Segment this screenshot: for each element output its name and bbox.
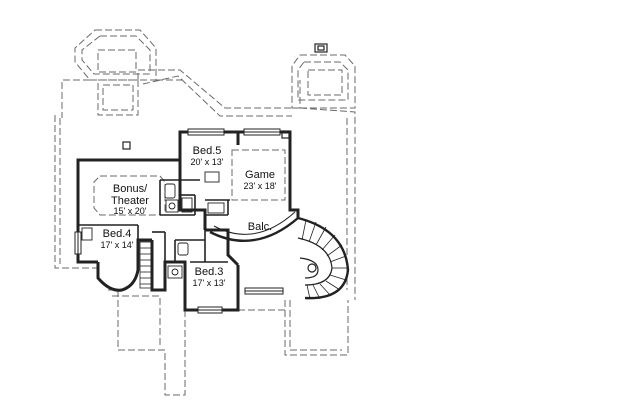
room-name: Bed.3	[194, 266, 224, 278]
room-dimensions: 17' x 14'	[100, 239, 134, 250]
windows	[74, 128, 284, 314]
right-turret-roof	[291, 54, 356, 109]
chimney-left	[122, 141, 131, 150]
chimney-top	[314, 43, 328, 53]
bath-fixtures	[81, 171, 225, 279]
curved-stair	[297, 216, 350, 300]
left-turret-roof	[74, 29, 185, 116]
room-dimensions: 23' x 18'	[243, 180, 277, 191]
balcony	[209, 211, 299, 242]
room-label-balcony: Balc.	[240, 221, 280, 234]
game-ceiling	[231, 149, 286, 201]
room-name-line2: Theater	[111, 194, 149, 207]
room-dimensions: 17' x 13'	[192, 277, 226, 288]
room-label-game: Game 23' x 18'	[235, 169, 285, 191]
room-label-bed4: Bed.4 17' x 14'	[92, 228, 142, 250]
lower-roof-outline	[108, 289, 349, 396]
room-name: Balc.	[247, 221, 273, 233]
room-name: Bed.5	[192, 145, 222, 157]
interior-walls	[78, 132, 239, 263]
bonus-ceiling	[93, 175, 166, 216]
room-name: Bed.4	[102, 228, 132, 240]
room-label-bonus-theater: Bonus/ Theater 15' x 20'	[102, 183, 158, 217]
room-label-bed3: Bed.3 17' x 13'	[184, 266, 234, 288]
room-name-line1: Bonus/	[112, 183, 148, 195]
room-dimensions: 20' x 13'	[190, 156, 224, 167]
straight-stair	[139, 241, 153, 289]
upper-roof-outline	[54, 69, 356, 300]
room-dimensions: 15' x 20'	[113, 206, 147, 217]
room-name: Game	[245, 169, 275, 181]
room-label-bed5: Bed.5 20' x 13'	[182, 145, 232, 167]
